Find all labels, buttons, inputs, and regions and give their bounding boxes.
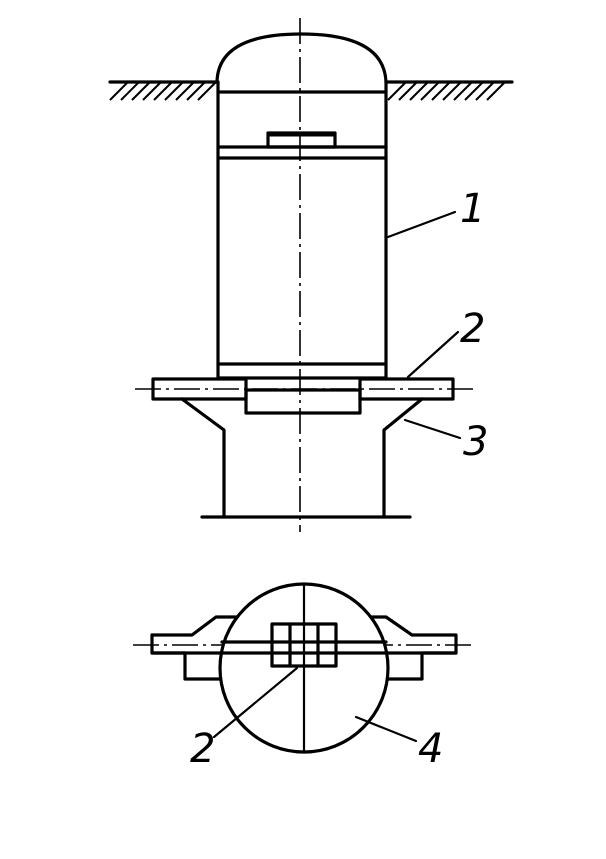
elevation-view: 1 2 3 xyxy=(108,18,514,532)
hatch-line xyxy=(109,81,129,101)
label-flange: 2 xyxy=(460,306,485,352)
hatch-line xyxy=(420,81,440,101)
cap-plate xyxy=(266,131,337,149)
hatch-line xyxy=(486,81,506,101)
plan-view: 2 4 xyxy=(133,582,473,772)
label-cover-plan: 4 xyxy=(418,726,443,772)
hatch-line xyxy=(142,81,162,101)
leader-1 xyxy=(386,210,457,239)
hatch-line xyxy=(409,81,429,101)
hatch-line xyxy=(475,81,495,101)
hatch-line xyxy=(186,81,206,101)
hatch-line xyxy=(120,81,140,101)
plan-flange-outline xyxy=(133,615,473,681)
hatch-line xyxy=(175,81,195,101)
shell-body xyxy=(216,80,388,380)
leader-3 xyxy=(403,418,462,440)
dome-cap xyxy=(215,32,388,84)
label-flange-plan: 2 xyxy=(190,726,215,772)
label-base: 3 xyxy=(463,419,488,465)
hatch-line xyxy=(453,81,473,101)
hatch-line xyxy=(164,81,184,101)
hatch-line xyxy=(197,81,217,101)
base-support xyxy=(180,397,424,519)
ground-right xyxy=(384,80,514,101)
hatch-line xyxy=(431,81,451,101)
hatch-line xyxy=(398,81,418,101)
hatch-line xyxy=(464,81,484,101)
ground-left xyxy=(108,80,220,101)
hatch-line xyxy=(442,81,462,101)
hatch-line xyxy=(153,81,173,101)
hatch-line xyxy=(387,81,407,101)
leader-2-plan xyxy=(212,666,299,739)
flange xyxy=(135,377,478,415)
leader-4 xyxy=(354,715,418,743)
leader-2 xyxy=(406,330,460,379)
label-shell: 1 xyxy=(460,186,485,232)
hatch-line xyxy=(131,81,151,101)
